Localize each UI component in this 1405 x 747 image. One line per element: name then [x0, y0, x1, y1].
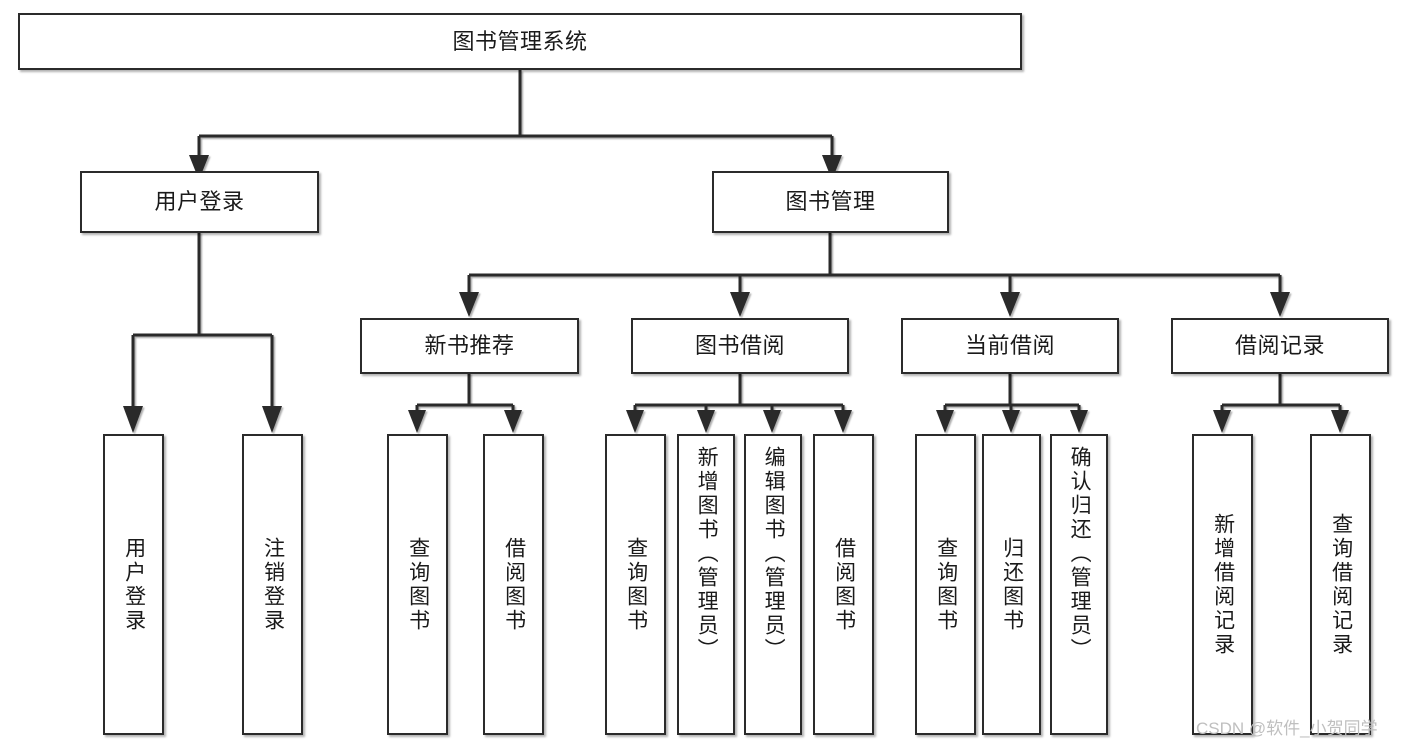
node-label: 查询借阅记录	[1329, 512, 1353, 657]
node-leaf-add-book-admin[interactable]: 新增图书（管理员）	[677, 434, 735, 735]
node-label: 新书推荐	[424, 333, 515, 359]
node-leaf-edit-book-admin[interactable]: 编辑图书（管理员）	[744, 434, 802, 735]
node-leaf-user-login[interactable]: 用户登录	[103, 434, 164, 735]
node-leaf-query-borrow-record[interactable]: 查询借阅记录	[1310, 434, 1371, 735]
node-user-login[interactable]: 用户登录	[80, 171, 319, 233]
node-leaf-confirm-return-admin[interactable]: 确认归还（管理员）	[1050, 434, 1108, 735]
node-label: 编辑图书（管理员）	[762, 446, 786, 662]
node-label: 图书管理	[785, 189, 876, 215]
node-label: 用户登录	[154, 189, 245, 215]
node-label: 新增图书（管理员）	[695, 446, 719, 662]
node-leaf-query-book-recommend[interactable]: 查询图书	[387, 434, 448, 735]
node-label: 确认归还（管理员）	[1068, 446, 1092, 662]
node-leaf-borrow-book-recommend[interactable]: 借阅图书	[483, 434, 544, 735]
node-book-management[interactable]: 图书管理	[712, 171, 949, 233]
node-current-borrow[interactable]: 当前借阅	[901, 318, 1119, 374]
node-label: 图书借阅	[694, 333, 785, 359]
node-leaf-add-borrow-record[interactable]: 新增借阅记录	[1192, 434, 1253, 735]
node-leaf-logout[interactable]: 注销登录	[242, 434, 303, 735]
node-label: 查询图书	[624, 536, 648, 633]
node-label: 图书管理系统	[452, 28, 588, 54]
node-leaf-borrow-book[interactable]: 借阅图书	[813, 434, 874, 735]
node-label: 归还图书	[1000, 536, 1024, 633]
node-label: 查询图书	[934, 536, 958, 633]
node-leaf-query-book-borrow[interactable]: 查询图书	[605, 434, 666, 735]
node-label: 借阅图书	[502, 536, 526, 633]
node-borrow-record[interactable]: 借阅记录	[1171, 318, 1389, 374]
node-book-borrow[interactable]: 图书借阅	[631, 318, 849, 374]
node-label: 借阅记录	[1234, 333, 1325, 359]
node-label: 注销登录	[261, 536, 285, 633]
node-leaf-query-book-current[interactable]: 查询图书	[915, 434, 976, 735]
node-label: 查询图书	[406, 536, 430, 633]
node-label: 当前借阅	[964, 333, 1055, 359]
node-label: 用户登录	[122, 536, 146, 633]
node-root-book-management-system[interactable]: 图书管理系统	[18, 13, 1022, 70]
node-label: 新增借阅记录	[1211, 512, 1235, 657]
node-label: 借阅图书	[832, 536, 856, 633]
node-new-book-recommend[interactable]: 新书推荐	[360, 318, 579, 374]
node-leaf-return-book[interactable]: 归还图书	[982, 434, 1041, 735]
